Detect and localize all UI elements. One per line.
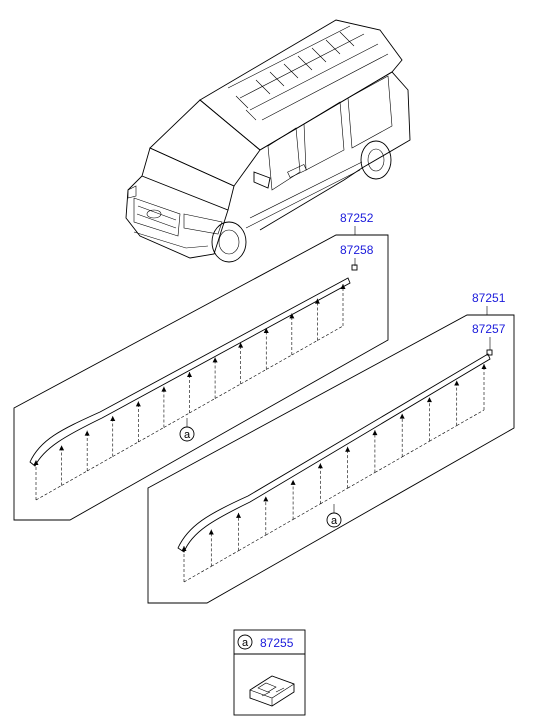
- callout-a-legend: [237, 634, 253, 650]
- part-number-87251[interactable]: 87251: [472, 291, 506, 305]
- clip-base-line: [240, 369, 267, 385]
- clip-arrow: [263, 328, 269, 333]
- clip-arrow: [236, 512, 242, 518]
- clip-base-line: [266, 354, 292, 370]
- callout-a-left-label: a: [184, 429, 191, 441]
- clip-base-line: [214, 383, 241, 399]
- clip-icon: [249, 675, 295, 707]
- clip-arrow: [161, 386, 167, 392]
- clip-base-line: [138, 427, 165, 443]
- right-rail-frame: [147, 314, 515, 604]
- clip-arrow: [481, 364, 487, 369]
- clip-base-line: [374, 456, 403, 473]
- clip-base-line: [35, 485, 62, 501]
- left-rail-group: 87252 87258 a: [13, 211, 389, 521]
- callout-a-right-label: a: [331, 515, 338, 527]
- clip-base-line: [347, 472, 376, 489]
- right-clip-set: [181, 364, 487, 583]
- clip-arrow: [135, 401, 141, 407]
- clip-base-line: [265, 519, 294, 536]
- clip-arrow: [84, 430, 90, 436]
- clip-arrow: [290, 479, 296, 485]
- clip-arrow: [238, 342, 244, 348]
- clip-arrow: [212, 357, 218, 363]
- clip-arrow: [345, 446, 351, 452]
- clip-arrow: [289, 313, 295, 319]
- part-number-87257[interactable]: 87257: [472, 322, 506, 336]
- clip-arrow: [426, 397, 432, 403]
- clip-arrow: [187, 372, 192, 377]
- clip-arrow: [33, 460, 39, 465]
- clip-base-line: [183, 566, 212, 583]
- clip-arrow: [181, 546, 187, 551]
- clip-base-line: [112, 441, 139, 457]
- clip-base-line: [291, 340, 318, 356]
- right-roof-rail-molding: [177, 353, 491, 553]
- part-number-87258[interactable]: 87258: [340, 243, 374, 257]
- clip-87258: [351, 264, 358, 271]
- clip-arrow: [110, 416, 116, 421]
- clip-arrow: [59, 445, 65, 451]
- clip-arrow: [372, 430, 378, 436]
- clip-arrow: [263, 496, 269, 502]
- clip-arrow: [454, 380, 460, 386]
- clip-base-line: [317, 325, 344, 341]
- clip-arrow: [314, 298, 320, 304]
- clip-base-line: [456, 409, 485, 426]
- legend-box: a 87255: [233, 629, 306, 716]
- clip-87257: [486, 349, 493, 356]
- clip-base-line: [189, 398, 216, 414]
- clip-base-line: [211, 550, 239, 567]
- callout-a-legend-label: a: [242, 637, 249, 649]
- clip-base-line: [320, 487, 348, 505]
- clip-arrow: [317, 463, 323, 469]
- clip-base-line: [429, 425, 457, 442]
- right-rail-group: 87251 87257 a: [147, 291, 515, 604]
- van-illustration: [125, 19, 411, 263]
- clip-arrow: [208, 529, 214, 535]
- left-roof-rail-molding: [29, 277, 351, 467]
- clip-base-line: [163, 412, 190, 428]
- clip-base-line: [87, 456, 113, 472]
- clip-base-line: [61, 470, 88, 486]
- part-number-87255[interactable]: 87255: [260, 636, 294, 650]
- clip-base-line: [292, 503, 321, 520]
- part-number-87252[interactable]: 87252: [340, 211, 374, 225]
- clip-arrow: [340, 284, 346, 289]
- left-rail-frame: [13, 234, 389, 521]
- left-clip-set: [33, 284, 346, 501]
- clip-arrow: [399, 413, 405, 419]
- clip-base-line: [402, 441, 430, 458]
- clip-base-line: [238, 534, 266, 551]
